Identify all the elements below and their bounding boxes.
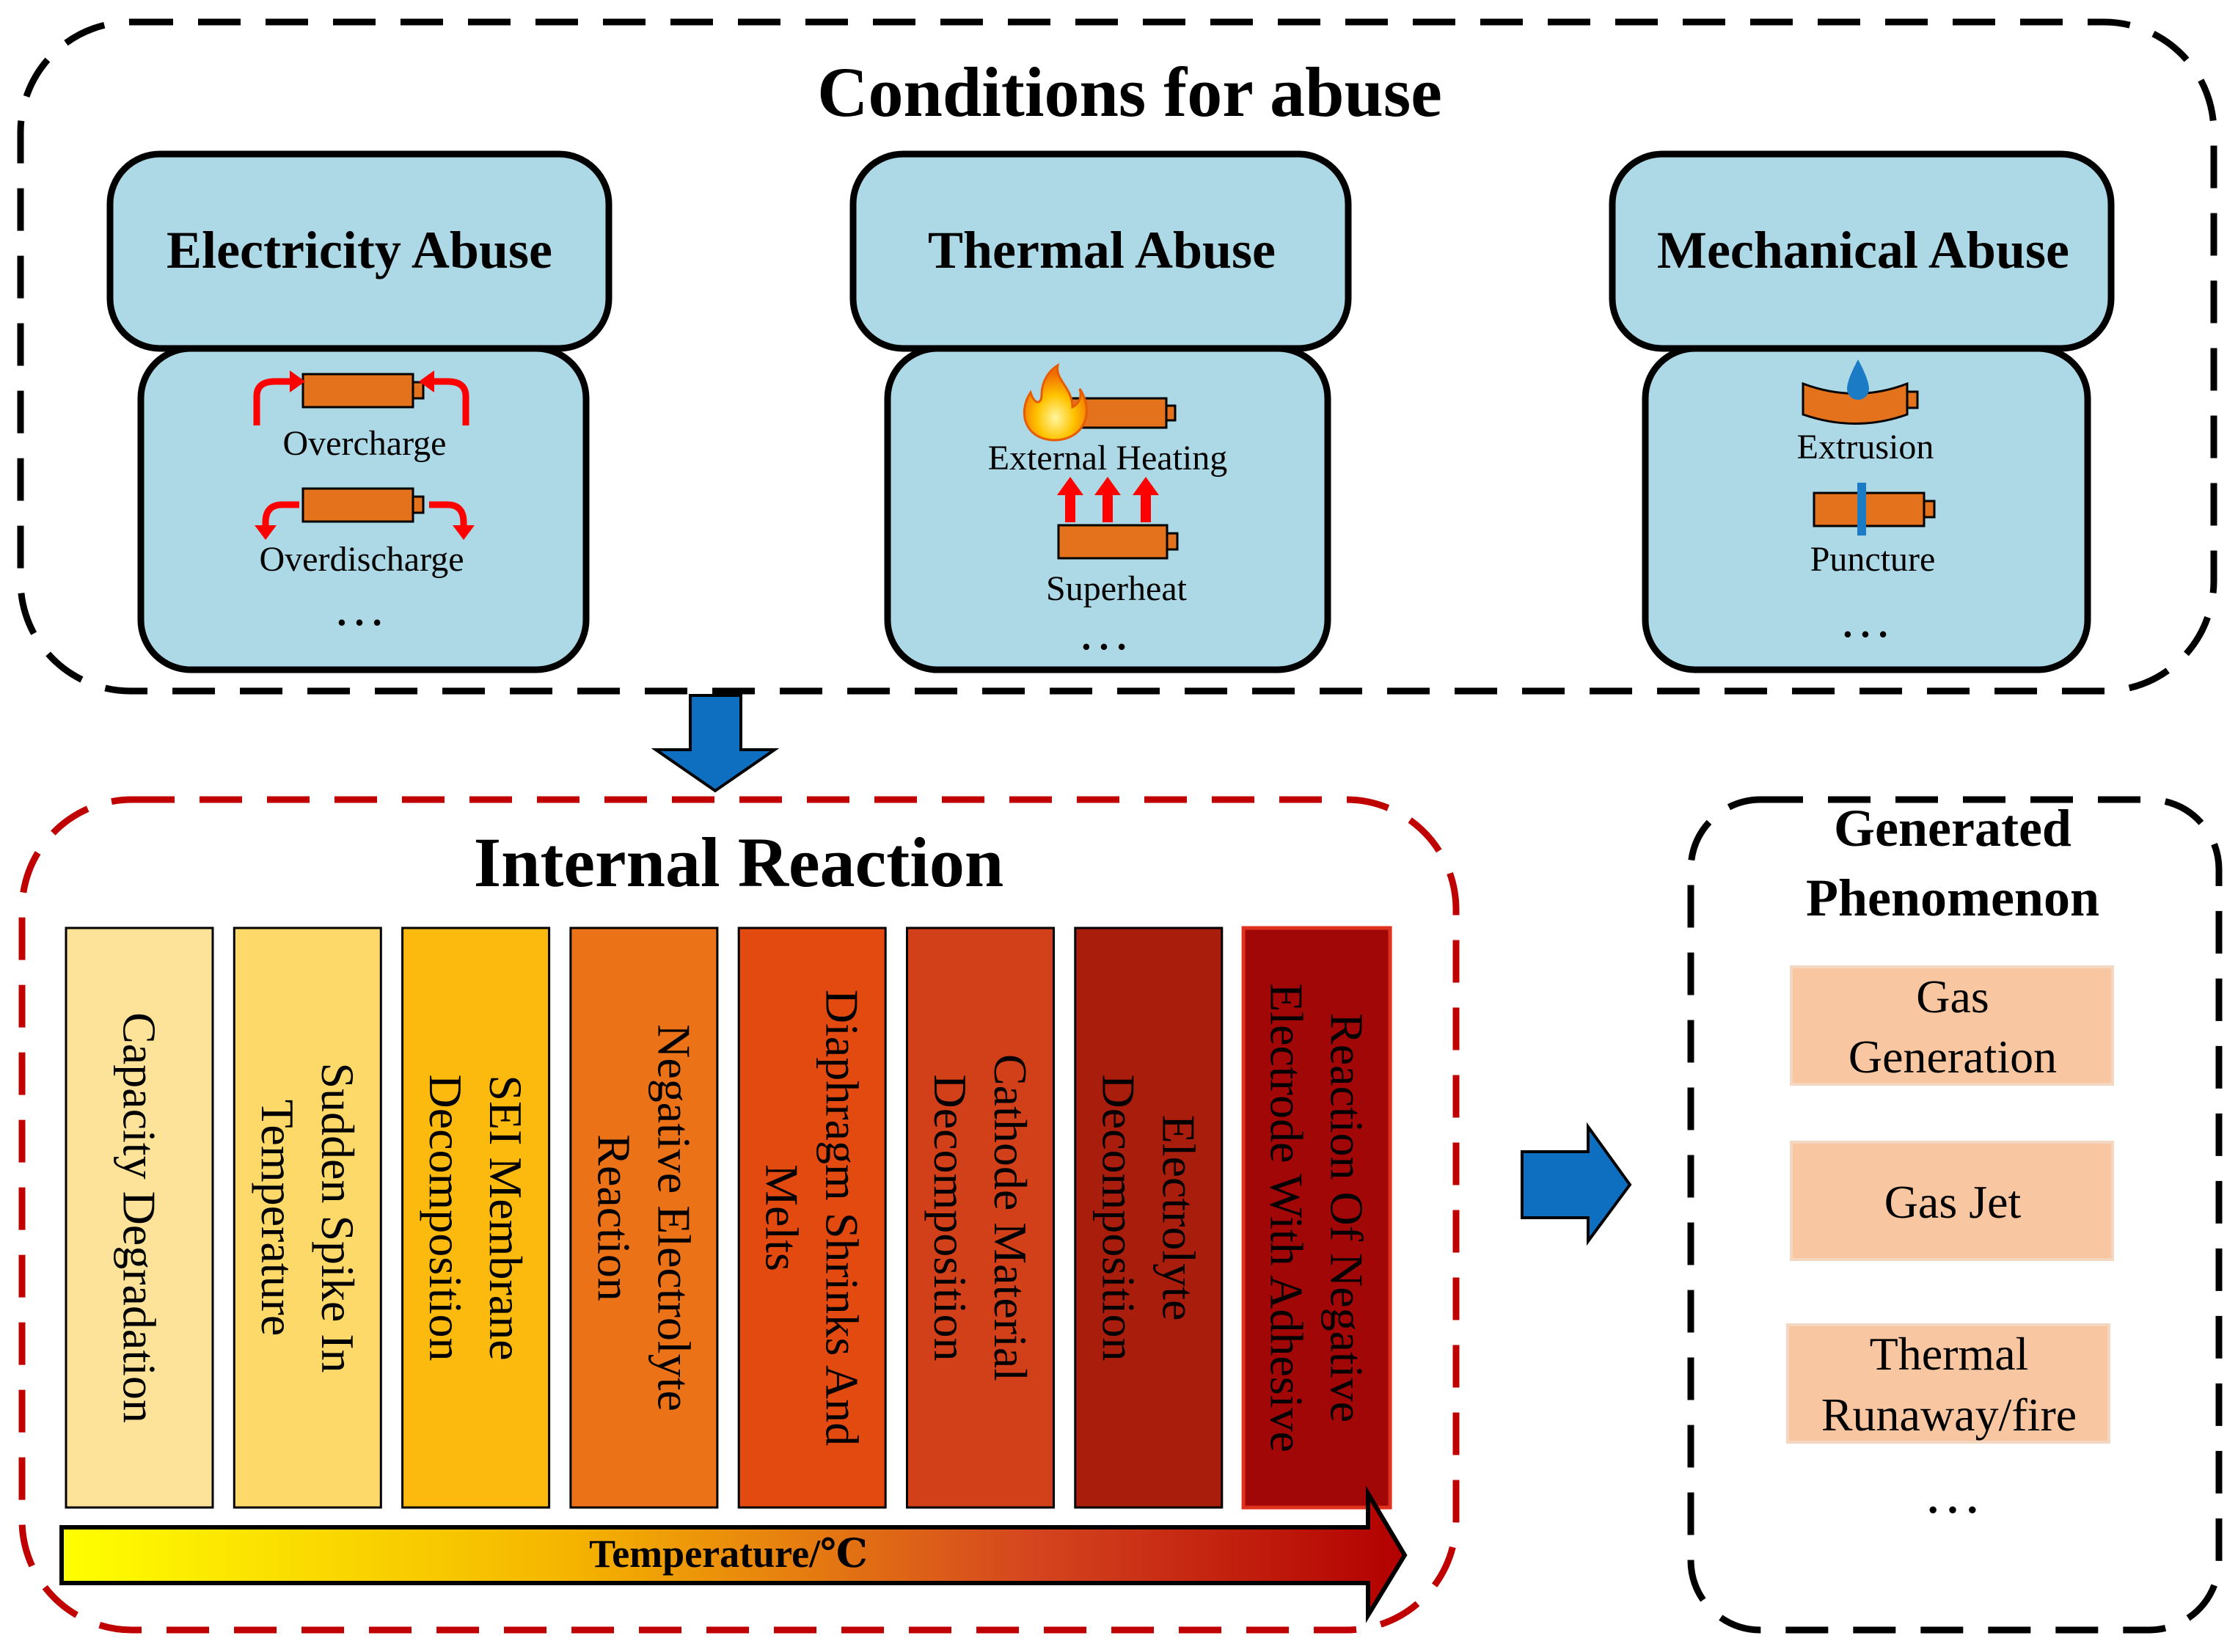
reaction-stage-label: Reaction Of Negative	[1321, 1013, 1373, 1422]
overcharge-right-arrow-icon	[434, 378, 469, 425]
reaction-stage-box	[65, 926, 214, 1509]
overcharge-right-arrowhead	[419, 370, 434, 392]
reaction-stage-label: SEI Membrane	[480, 1075, 532, 1360]
electricity-abuse-card: Electricity Abuse Overcharge Overdischar…	[106, 150, 612, 673]
overdischarge-left-arrowhead	[255, 525, 277, 540]
conditions-title: Conditions for abuse	[817, 53, 1442, 131]
overdischarge-left-arrow-icon	[262, 501, 299, 527]
overcharge-label: Overcharge	[283, 424, 447, 463]
electricity-abuse-title: Electricity Abuse	[167, 221, 552, 279]
phenomenon-item-line: Thermal	[1870, 1328, 2029, 1380]
reaction-stage-label: Negative Electrolyte	[648, 1024, 700, 1411]
reaction-stage-box	[569, 926, 719, 1509]
puncture-label: Puncture	[1810, 540, 1936, 579]
reaction-stage-box	[906, 926, 1055, 1509]
reaction-stage-box	[1074, 926, 1224, 1509]
reaction-stage-box	[737, 926, 887, 1509]
overdischarge-label: Overdischarge	[260, 540, 464, 579]
thermal-abuse-header	[849, 150, 1352, 352]
reaction-stage-label: Decomposition	[420, 1074, 472, 1361]
down-arrow-icon	[651, 694, 780, 793]
mechanical-abuse-title: Mechanical Abuse	[1657, 221, 2069, 279]
phenomenon-item-line: Gas	[1916, 971, 1989, 1023]
reaction-stage-label: Decomposition	[1092, 1074, 1144, 1361]
extrusion-battery-icon	[1802, 381, 1909, 425]
mechanical-abuse-card: Mechanical Abuse Extrusion Puncture …	[1609, 150, 2115, 673]
thermal-abuse-card: Thermal Abuse External Heating	[849, 150, 1352, 673]
superheat-battery-icon	[1057, 524, 1179, 560]
reaction-stage-label: Melts	[756, 1164, 808, 1271]
reaction-stage-label: Decomposition	[924, 1074, 976, 1361]
flame-icon	[1023, 363, 1088, 442]
overdischarge-battery-icon	[301, 487, 425, 523]
reaction-stages: Capacity Degradation Sudden Spike InTempe…	[65, 926, 1392, 1510]
puncture-battery-icon	[1813, 491, 1936, 527]
phenomenon-item-gas-generation: Gas Generation	[1790, 965, 2114, 1086]
overcharge-left-arrow-icon	[253, 378, 290, 425]
phenomenon-more-ellipsis: …	[1923, 1461, 1982, 1526]
reaction-stage-box	[233, 926, 382, 1509]
reaction-stage-box	[1241, 926, 1392, 1510]
superheat-label: Superheat	[1046, 569, 1188, 608]
extrusion-label: Extrusion	[1797, 428, 1934, 467]
press-drop-icon	[1847, 359, 1869, 400]
overdischarge-right-arrow-icon	[429, 501, 467, 527]
right-arrow-icon	[1521, 1122, 1632, 1246]
phenomenon-item-gas-jet: Gas Jet	[1790, 1141, 2114, 1261]
phenomenon-item-thermal-runaway: Thermal Runaway/fire	[1786, 1323, 2110, 1444]
phenomenon-title-line-2: Phenomenon	[1806, 869, 2099, 927]
reaction-stage-label: Capacity Degradation	[114, 1012, 166, 1423]
phenomenon-item-line: Generation	[1848, 1031, 2057, 1083]
external-heating-label: External Heating	[988, 439, 1228, 478]
phenomenon-section: Generated Phenomenon Gas Generation Gas …	[1687, 796, 2223, 1634]
internal-reaction-dashed-frame	[18, 796, 1460, 1634]
thermal-abuse-title: Thermal Abuse	[928, 221, 1276, 279]
reaction-stage-label: Electrolyte	[1152, 1115, 1204, 1321]
overcharge-left-arrowhead	[290, 370, 305, 392]
overcharge-battery-icon	[301, 373, 425, 409]
temperature-arrow: Temperature/℃	[59, 1485, 1408, 1623]
overdischarge-right-arrowhead	[453, 525, 475, 540]
reaction-stage-label: Electrode With Adhesive	[1261, 983, 1313, 1452]
reaction-stage-label: Sudden Spike In	[312, 1062, 364, 1373]
heat-up-arrows-icon	[1057, 477, 1159, 522]
reaction-stage-label: Reaction	[588, 1134, 640, 1301]
reaction-stage-label: Diaphragm Shrinks And	[816, 990, 868, 1446]
thermal-more-ellipsis: …	[1078, 602, 1130, 661]
mechanical-more-ellipsis: …	[1839, 590, 1892, 648]
phenomenon-item-line: Gas Jet	[1884, 1176, 2022, 1228]
phenomenon-dashed-frame	[1687, 796, 2223, 1634]
conditions-section: Conditions for abuse Electricity Abuse O…	[17, 18, 2217, 695]
temperature-arrow-shape	[59, 1485, 1408, 1623]
puncture-needle-icon	[1857, 483, 1866, 536]
phenomenon-title-line-1: Generated	[1834, 799, 2071, 858]
electricity-abuse-header	[106, 150, 612, 352]
mechanical-abuse-header	[1609, 150, 2115, 352]
internal-reaction-section: Internal Reaction Capacity Degradation Su…	[18, 796, 1460, 1634]
conditions-dashed-frame	[17, 18, 2217, 695]
electricity-more-ellipsis: …	[333, 578, 386, 637]
temperature-axis-label: Temperature/℃	[589, 1532, 868, 1576]
phenomenon-item-line: Runaway/fire	[1821, 1389, 2077, 1441]
reaction-stage-box	[401, 926, 551, 1509]
internal-reaction-title: Internal Reaction	[474, 823, 1004, 902]
extrusion-battery-terminal	[1906, 390, 1919, 409]
reaction-stage-label: Cathode Material	[984, 1054, 1036, 1381]
reaction-stage-label: Temperature	[252, 1100, 304, 1336]
